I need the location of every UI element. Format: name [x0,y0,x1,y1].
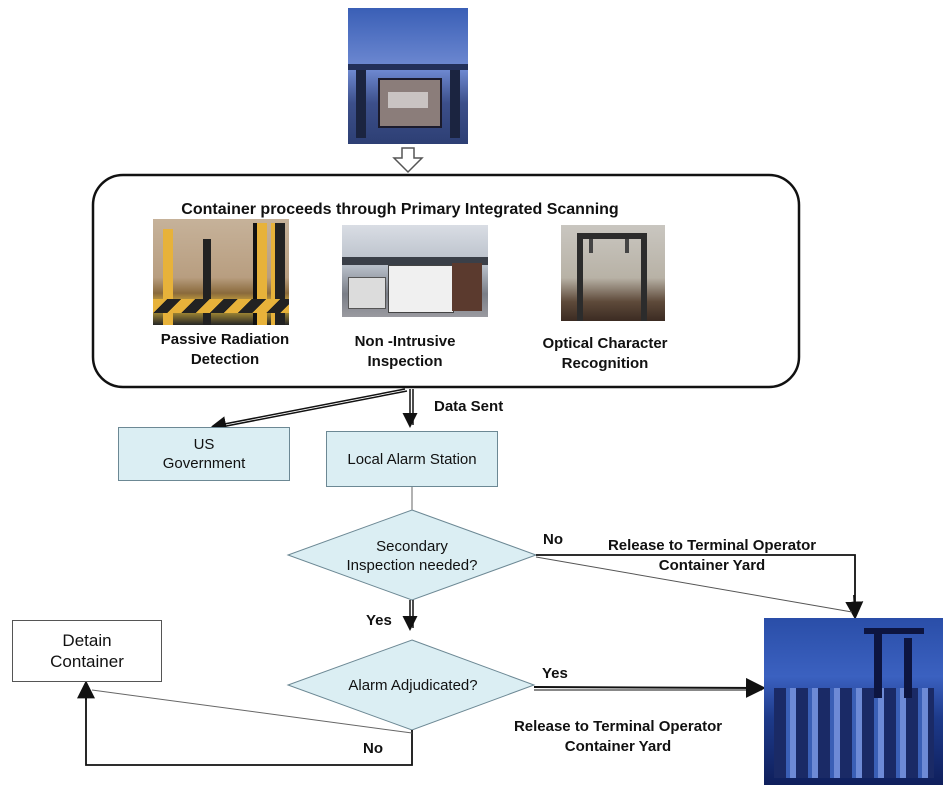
detain-container-box: Detain Container [12,620,162,682]
scan-step-label: Non -Intrusive Inspection [354,333,456,370]
release-bottom-label: Release to Terminal Operator Container Y… [513,718,723,755]
local-alarm-station-box: Local Alarm Station [326,431,498,487]
radiation-portal-photo [153,219,289,325]
secondary-inspection-diamond [286,509,538,601]
non-intrusive-inspection-photo [342,225,488,317]
alarm-yes-label: Yes [542,665,568,682]
ocr-portal-photo [561,225,665,321]
secondary-no-label: No [543,531,563,548]
hollow-down-arrow [392,147,424,174]
secondary-inspection-text: Secondary Inspection needed? [346,538,478,574]
container-yard-photo [764,618,943,785]
scan-step-label: Optical Character Recognition [542,335,668,372]
scan-step-label: Passive Radiation Detection [160,331,290,368]
release-top-label: Release to Terminal Operator Container Y… [607,537,817,574]
truck-scanner-photo [348,8,468,144]
scanning-box-title: Container proceeds through Primary Integ… [181,201,619,218]
us-government-box: US Government [118,427,290,481]
alarm-adjudicated-text: Alarm Adjudicated? [348,677,478,694]
alarm-no-label: No [363,740,383,757]
secondary-yes-label: Yes [366,612,392,629]
data-sent-label: Data Sent [434,398,504,415]
